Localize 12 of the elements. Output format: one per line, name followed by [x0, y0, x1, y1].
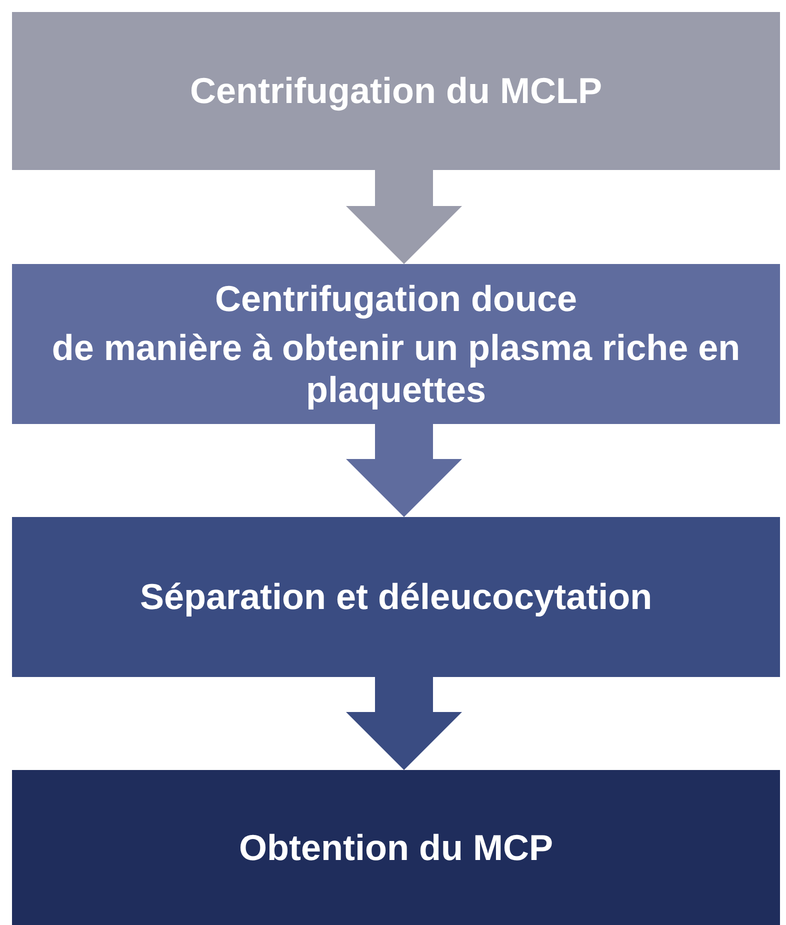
- block-arrow: [346, 677, 462, 770]
- step-text: de manière à obtenir un plasma riche en plaquettes: [50, 327, 742, 410]
- step-text: Centrifugation douce: [215, 278, 577, 320]
- process-box: [12, 264, 780, 424]
- step-text: Séparation et déleucocytation: [140, 576, 652, 618]
- process-box: [12, 12, 780, 170]
- block-arrow: [346, 170, 462, 264]
- block-arrow: [346, 424, 462, 517]
- process-box: [12, 770, 780, 925]
- step-text: Obtention du MCP: [239, 826, 553, 868]
- process-box: [12, 517, 780, 677]
- step-text: Centrifugation du MCLP: [190, 70, 602, 112]
